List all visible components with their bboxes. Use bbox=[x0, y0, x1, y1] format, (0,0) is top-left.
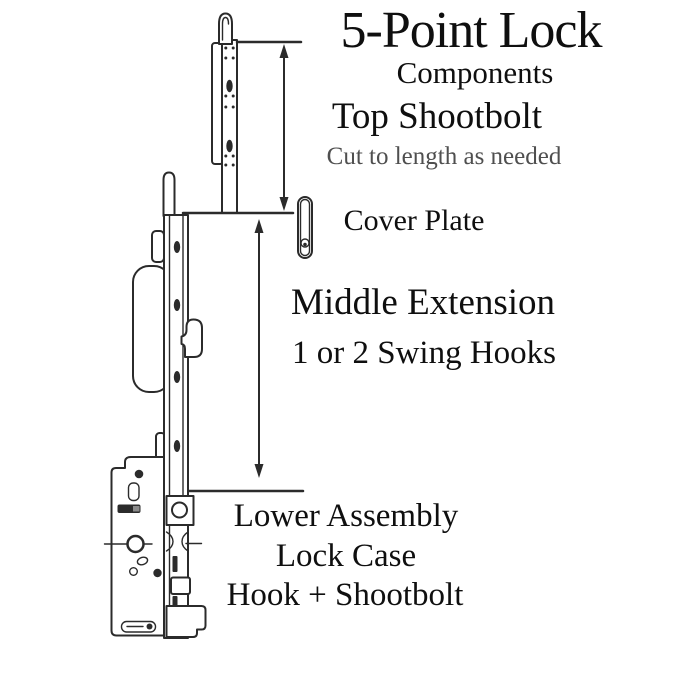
label-hook-plus-shootbolt: Hook + Shootbolt bbox=[226, 577, 464, 613]
label-lock-case: Lock Case bbox=[275, 538, 417, 574]
label-swing-hooks-note: 1 or 2 Swing Hooks bbox=[291, 335, 557, 371]
label-cover-plate: Cover Plate bbox=[343, 204, 485, 237]
lock-case-body bbox=[110, 456, 165, 637]
roller-cam bbox=[171, 501, 188, 519]
label-cut-to-length-note: Cut to length as needed bbox=[326, 143, 562, 170]
cover-plate-drawing bbox=[297, 196, 313, 259]
bottom-shootbolt-plate bbox=[165, 605, 207, 638]
dimension-top-shootbolt bbox=[181, 40, 303, 215]
middle-extension-drawing bbox=[132, 171, 203, 639]
label-top-shootbolt: Top Shootbolt bbox=[331, 96, 543, 137]
label-lower-assembly: Lower Assembly bbox=[233, 498, 459, 534]
top-shootbolt-drawing bbox=[211, 12, 238, 214]
lower-assembly-drawing bbox=[103, 456, 207, 638]
page-title: 5-Point Lock bbox=[340, 2, 603, 59]
shootbolt-rivet-dots bbox=[224, 46, 235, 167]
swing-hook bbox=[180, 318, 203, 358]
dimension-middle-extension bbox=[182, 219, 305, 493]
faceplate bbox=[163, 214, 189, 639]
page-subtitle: Components bbox=[396, 55, 554, 90]
label-middle-extension: Middle Extension bbox=[290, 282, 556, 323]
roller-cam-housing bbox=[165, 495, 195, 526]
